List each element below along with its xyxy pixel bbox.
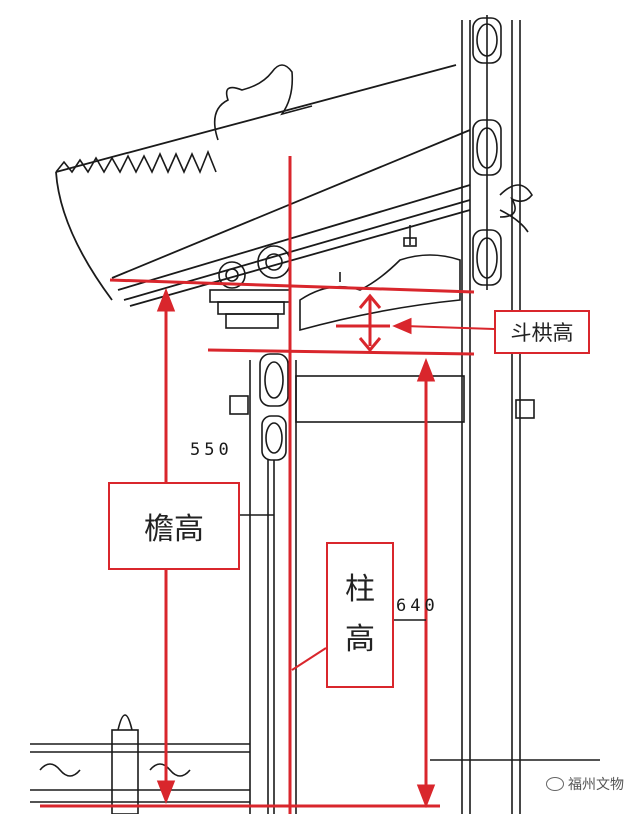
- bracket-set: [209, 225, 461, 332]
- front-column: [249, 353, 297, 814]
- balustrade: [30, 714, 250, 814]
- dougong-arrow-down: [358, 337, 382, 353]
- dimension-550: 550: [190, 440, 233, 460]
- watermark: 福州文物: [546, 774, 624, 794]
- rear-column: [430, 20, 600, 814]
- dougong-leader: [403, 325, 495, 330]
- lintel-beam: [229, 375, 535, 423]
- carved-hanging-post: [472, 15, 533, 290]
- wechat-icon: [546, 777, 564, 791]
- column-top-line: [207, 348, 475, 356]
- label-dougong-height: 斗栱高: [494, 310, 590, 354]
- watermark-text: 福州文物: [568, 777, 624, 793]
- column-height-arrow-up: [416, 357, 436, 382]
- eave-height-arrow-up: [156, 287, 176, 312]
- label-eave-height: 檐高: [108, 482, 240, 570]
- column-leader: [291, 647, 327, 671]
- column-height-arrow-down: [416, 784, 436, 809]
- eave-height-top-line: [109, 278, 475, 294]
- dougong-arrow-up: [358, 293, 382, 309]
- eave-end-tiles: [55, 64, 313, 175]
- dimension-640: 640: [396, 596, 439, 616]
- roof-rafters: [55, 64, 471, 307]
- label-column-height: 柱 高: [326, 542, 394, 688]
- label-column-char-2: 高: [345, 622, 375, 657]
- eave-height-arrow-down: [156, 780, 176, 805]
- label-column-char-1: 柱: [345, 572, 375, 607]
- dougong-leader-arrow: [392, 317, 412, 335]
